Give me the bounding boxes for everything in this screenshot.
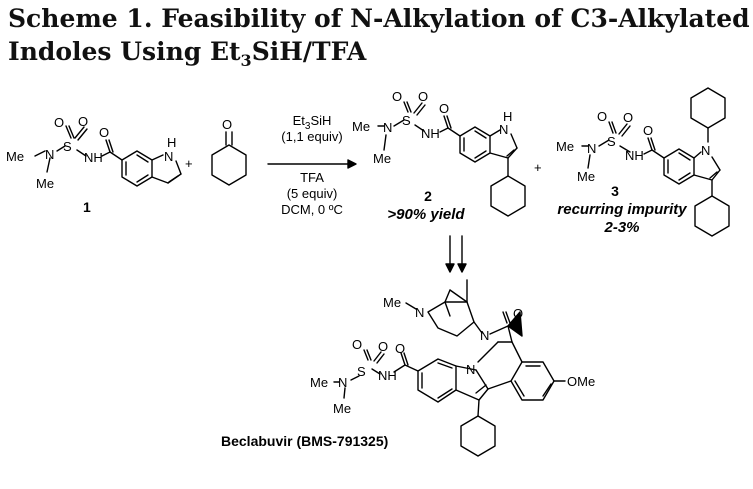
compound-2-labels: Me N Me S O O NH O H N 2 >90% yield bbox=[352, 89, 512, 223]
beclabuvir-labels: Me N N O N OMe O NH S O O N Me Me Beclab… bbox=[221, 295, 595, 449]
reagent-line-2: (1,1 equiv) bbox=[281, 129, 342, 144]
atom-n: N bbox=[383, 120, 392, 135]
reagent-line-4: (5 equiv) bbox=[287, 186, 338, 201]
atom-h: H bbox=[167, 135, 176, 150]
atom-o: O bbox=[99, 125, 109, 140]
atom-ome: OMe bbox=[567, 374, 595, 389]
title-line-1: Scheme 1. Feasibility of N-Alkylation of… bbox=[8, 4, 750, 33]
plus-sign: + bbox=[185, 156, 193, 171]
title-line-2: Indoles Using Et3SiH/TFA bbox=[8, 37, 367, 70]
compound-2-yield: >90% yield bbox=[387, 206, 465, 223]
beclabuvir-structure bbox=[333, 279, 566, 457]
compound-3-percent: 2-3% bbox=[603, 219, 639, 236]
atom-nh: NH bbox=[625, 148, 644, 163]
compound-2-structure bbox=[377, 101, 526, 217]
atom-n: N bbox=[480, 328, 489, 343]
atom-me: Me bbox=[373, 151, 391, 166]
reagent-line-5: DCM, 0 ºC bbox=[281, 202, 343, 217]
compound-number-3: 3 bbox=[611, 183, 619, 199]
atom-n: N bbox=[587, 141, 596, 156]
atom-me: Me bbox=[577, 169, 595, 184]
atom-me: Me bbox=[36, 176, 54, 191]
atom-o: O bbox=[418, 89, 428, 104]
beclabuvir-name: Beclabuvir (BMS-791325) bbox=[221, 433, 388, 449]
atom-nh: NH bbox=[378, 368, 397, 383]
compound-3-structure bbox=[581, 87, 730, 237]
atom-s: S bbox=[63, 139, 72, 154]
atom-n: N bbox=[45, 147, 54, 162]
atom-o: O bbox=[222, 117, 232, 132]
atom-n: N bbox=[466, 362, 475, 377]
two-step-arrows[interactable] bbox=[445, 235, 467, 273]
atom-o: O bbox=[352, 337, 362, 352]
atom-o: O bbox=[378, 339, 388, 354]
atom-h: H bbox=[503, 109, 512, 124]
compound-3-label: recurring impurity bbox=[557, 201, 687, 218]
atom-me: Me bbox=[556, 139, 574, 154]
reagent-line-3: TFA bbox=[300, 170, 324, 185]
compound-number-2: 2 bbox=[424, 188, 432, 204]
atom-o: O bbox=[513, 306, 523, 321]
atom-n: N bbox=[338, 375, 347, 390]
atom-nh: NH bbox=[421, 126, 440, 141]
compound-1-labels: Me N Me S O O NH O H N 1 bbox=[6, 114, 176, 215]
atom-o: O bbox=[597, 109, 607, 124]
atom-o: O bbox=[439, 101, 449, 116]
atom-s: S bbox=[607, 134, 616, 149]
reaction-conditions: Et3SiH (1,1 equiv) TFA (5 equiv) DCM, 0 … bbox=[281, 113, 343, 217]
atom-s: S bbox=[357, 364, 366, 379]
compound-1-structure bbox=[34, 125, 182, 187]
compound-number-1: 1 bbox=[83, 199, 91, 215]
atom-me: Me bbox=[383, 295, 401, 310]
atom-o: O bbox=[78, 114, 88, 129]
atom-n: N bbox=[415, 305, 424, 320]
reaction-arrow[interactable] bbox=[267, 159, 357, 169]
plus-sign: + bbox=[534, 160, 542, 175]
atom-o: O bbox=[392, 89, 402, 104]
cyclohexanone-structure bbox=[211, 131, 247, 186]
atom-o: O bbox=[395, 341, 405, 356]
atom-o: O bbox=[623, 110, 633, 125]
compound-3-labels: Me N Me S O O NH O N 3 recurring impurit… bbox=[556, 109, 710, 236]
atom-o: O bbox=[643, 123, 653, 138]
atom-s: S bbox=[402, 113, 411, 128]
atom-nh: NH bbox=[84, 150, 103, 165]
atom-o: O bbox=[54, 115, 64, 130]
atom-me: Me bbox=[6, 149, 24, 164]
scheme-title: Scheme 1. Feasibility of N-Alkylation of… bbox=[8, 2, 750, 70]
atom-n: N bbox=[164, 149, 173, 164]
atom-n: N bbox=[499, 122, 508, 137]
atom-me: Me bbox=[310, 375, 328, 390]
reagent-line-1: Et3SiH bbox=[293, 113, 332, 132]
atom-n: N bbox=[701, 143, 710, 158]
atom-me: Me bbox=[352, 119, 370, 134]
atom-me: Me bbox=[333, 401, 351, 416]
